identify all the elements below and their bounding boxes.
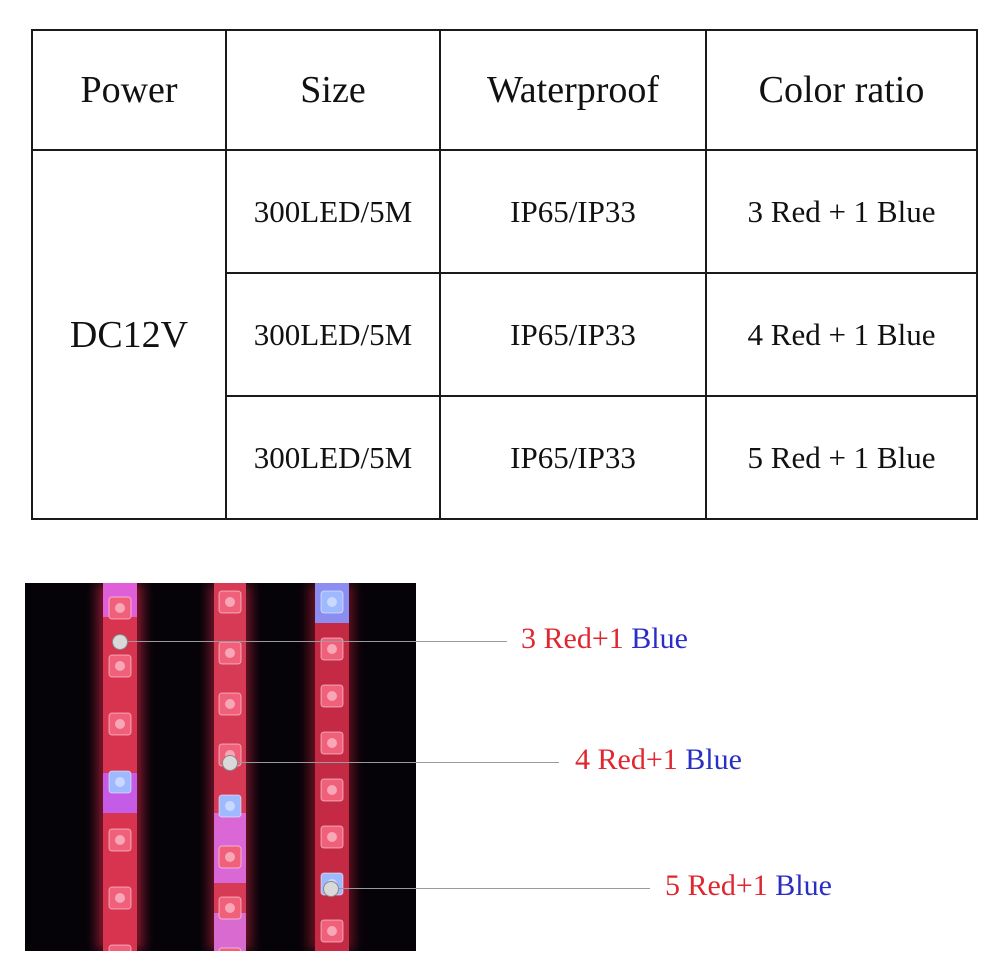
led-chip-lens — [225, 852, 235, 862]
red-led-chip — [108, 596, 132, 620]
blue-led-chip — [320, 590, 344, 614]
red-led-chip — [218, 641, 242, 665]
red-led-chip — [218, 590, 242, 614]
led-chip-lens — [225, 699, 235, 709]
header-color-ratio: Color ratio — [705, 29, 978, 151]
led-chip-lens — [115, 719, 125, 729]
led-chip-lens — [115, 777, 125, 787]
red-led-chip — [320, 731, 344, 755]
callout-line-2 — [229, 762, 559, 763]
led-chip-lens — [115, 835, 125, 845]
waterproof-cell: IP65/IP33 — [439, 149, 707, 274]
led-chip-lens — [225, 801, 235, 811]
size-cell: 300LED/5M — [225, 272, 441, 397]
waterproof-cell: IP65/IP33 — [439, 272, 707, 397]
header-waterproof: Waterproof — [439, 29, 707, 151]
blue-led-chip — [108, 770, 132, 794]
red-led-chip — [320, 778, 344, 802]
callout-blue-part: Blue — [767, 869, 832, 902]
spec-table: Power Size Waterproof Color ratio DC12V … — [31, 29, 978, 520]
callout-blue-part: Blue — [623, 622, 688, 655]
red-led-chip — [320, 919, 344, 943]
led-chip-lens — [115, 661, 125, 671]
table-row: 300LED/5M IP65/IP33 4 Red + 1 Blue — [32, 272, 978, 397]
callout-3r1b: 3 Red+1 Blue — [521, 622, 688, 656]
color-ratio-cell: 5 Red + 1 Blue — [705, 395, 978, 520]
callout-red-part: 3 Red+1 — [521, 622, 624, 655]
red-led-chip — [218, 947, 242, 951]
color-ratio-cell: 4 Red + 1 Blue — [705, 272, 978, 397]
red-led-chip — [320, 637, 344, 661]
red-led-chip — [320, 825, 344, 849]
callout-blue-part: Blue — [677, 743, 742, 776]
callout-line-3 — [330, 888, 650, 889]
callout-4r1b: 4 Red+1 Blue — [575, 743, 742, 777]
led-chip-lens — [327, 691, 337, 701]
led-chip-lens — [115, 893, 125, 903]
led-chip-lens — [225, 903, 235, 913]
callout-dot-2 — [222, 755, 238, 771]
led-chip-lens — [327, 832, 337, 842]
table-row: 300LED/5M IP65/IP33 5 Red + 1 Blue — [32, 395, 978, 520]
led-chip-lens — [327, 644, 337, 654]
blue-led-chip — [218, 794, 242, 818]
callout-dot-1 — [112, 634, 128, 650]
red-led-chip — [108, 654, 132, 678]
led-chip-lens — [327, 597, 337, 607]
callout-red-part: 5 Red+1 — [665, 869, 768, 902]
led-chip-lens — [115, 603, 125, 613]
size-cell: 300LED/5M — [225, 395, 441, 520]
red-led-chip — [218, 845, 242, 869]
red-led-chip — [218, 692, 242, 716]
led-chip-lens — [327, 785, 337, 795]
waterproof-cell: IP65/IP33 — [439, 395, 707, 520]
red-led-chip — [108, 944, 132, 951]
table-row: DC12V 300LED/5M IP65/IP33 3 Red + 1 Blue — [31, 149, 978, 520]
led-chip-lens — [327, 926, 337, 936]
table-header-row: Power Size Waterproof Color ratio — [31, 29, 978, 151]
led-chip-lens — [225, 648, 235, 658]
power-cell: DC12V — [31, 149, 227, 520]
header-power: Power — [31, 29, 227, 151]
callout-red-part: 4 Red+1 — [575, 743, 678, 776]
header-size: Size — [225, 29, 441, 151]
callout-dot-3 — [323, 881, 339, 897]
color-ratio-cell: 3 Red + 1 Blue — [705, 149, 978, 274]
led-strips-graphic — [97, 583, 353, 951]
led-strip-photo — [25, 583, 416, 951]
callout-5r1b: 5 Red+1 Blue — [665, 869, 832, 903]
red-led-chip — [108, 886, 132, 910]
led-chip-lens — [327, 738, 337, 748]
red-led-chip — [108, 828, 132, 852]
red-led-chip — [108, 712, 132, 736]
red-led-chip — [218, 896, 242, 920]
led-chip-lens — [225, 597, 235, 607]
size-cell: 300LED/5M — [225, 149, 441, 274]
red-led-chip — [320, 684, 344, 708]
callout-line-1 — [119, 641, 507, 642]
